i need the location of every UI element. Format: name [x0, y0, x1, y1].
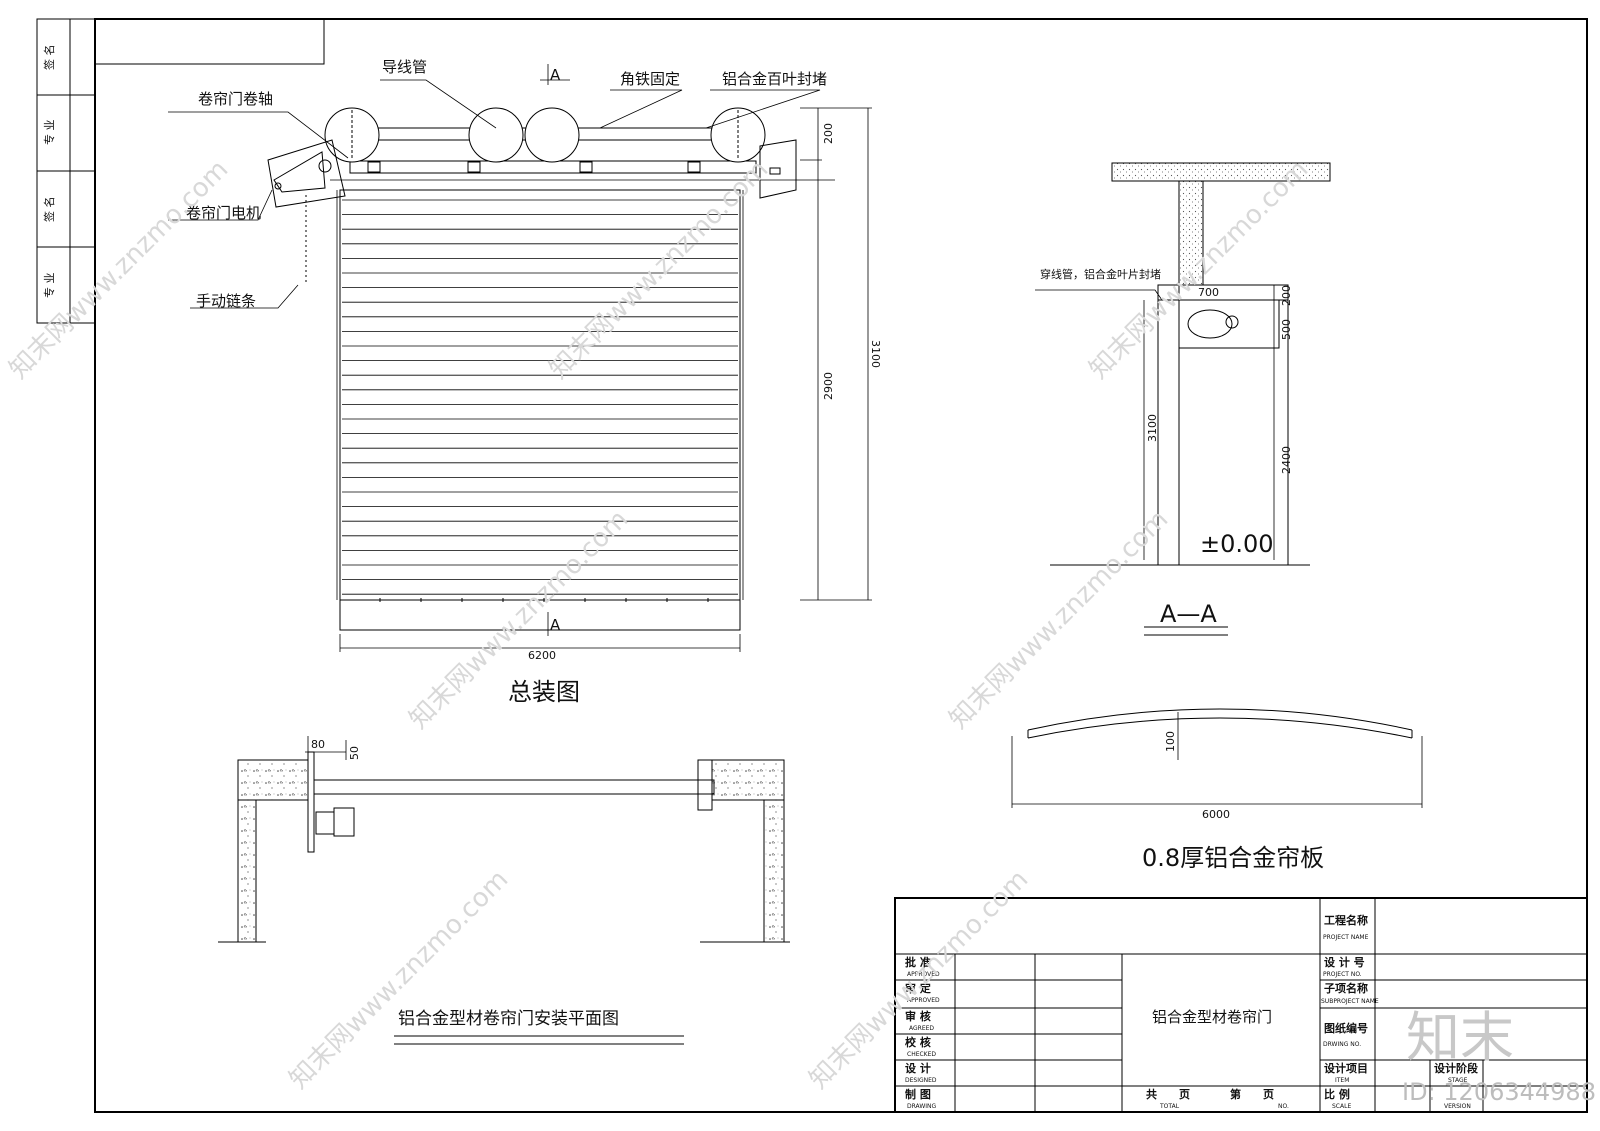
dim-2900: 2900 [822, 372, 835, 400]
dim-3100: 3100 [869, 340, 882, 368]
tb-page-en: NO. [1278, 1103, 1289, 1110]
elevation-title: 总装图 [508, 678, 580, 706]
plan-title: 铝合金型材卷帘门安装平面图 [398, 1009, 619, 1029]
tb-designed-en: DESIGNED [905, 1077, 937, 1084]
section-dim-2400: 2400 [1280, 446, 1293, 474]
label-motor: 卷帘门电机 [186, 204, 261, 222]
tb-item: 设计项目 [1324, 1061, 1368, 1075]
section-level: ±0.00 [1200, 530, 1274, 558]
tb-subproject: 子项名称 [1324, 981, 1368, 995]
label-alu-louver-seal: 铝合金百叶封堵 [722, 70, 827, 88]
section-dim-200: 200 [1280, 285, 1293, 306]
tb-total-pages: 共 页 [1146, 1087, 1190, 1101]
tb-total-en: TOTAL [1159, 1103, 1180, 1110]
panel-dim-6000: 6000 [1202, 808, 1230, 821]
tb-stage-en: STAGE [1448, 1077, 1468, 1084]
side-sign-2: 签 名 [42, 197, 56, 223]
tb-examined-en: APPROVED [907, 997, 940, 1004]
section-dim-700: 700 [1198, 286, 1219, 299]
side-strip: 签 名 专 业 签 名 专 业 [42, 45, 56, 299]
label-angle-iron: 角铁固定 [620, 70, 680, 88]
tb-project-name: 工程名称 [1324, 913, 1368, 927]
label-shaft: 卷帘门卷轴 [198, 90, 273, 108]
watermark-5: 知末网www.znzmo.com [944, 504, 1175, 735]
plan-dim-50: 50 [348, 746, 361, 760]
brand-logo: 知末 [1406, 1006, 1514, 1069]
section-view [1035, 162, 1331, 636]
elevation-leaders [168, 64, 872, 652]
tb-checked: 校 核 [905, 1035, 931, 1049]
tb-drawing: 制 图 [905, 1087, 931, 1101]
section-dim-3100: 3100 [1146, 414, 1159, 442]
tb-approved-en: APPROVED [907, 971, 940, 978]
label-wire-tube: 导线管 [382, 58, 427, 76]
panel-dim-100: 100 [1164, 731, 1177, 752]
tb-scale-en: SCALE [1332, 1103, 1351, 1110]
tb-approved: 批 准 [905, 955, 931, 969]
tb-version-en: VERSION [1444, 1103, 1471, 1110]
tb-examined: 审 定 [905, 981, 931, 995]
tb-agreed: 审 核 [905, 1009, 931, 1023]
panel-title: 0.8厚铝合金帘板 [1142, 844, 1324, 872]
tb-designed: 设 计 [905, 1061, 931, 1075]
label-chain: 手动链条 [196, 292, 256, 310]
wire-tube-drum-1 [468, 107, 524, 163]
tb-drawing-en: DRAWING [907, 1103, 937, 1110]
section-mark-top: A [550, 66, 561, 84]
side-major-2: 专 业 [42, 273, 56, 299]
section-dim-500: 500 [1280, 319, 1293, 340]
section-label-conduit: 穿线管，铝合金叶片封堵 [1040, 267, 1161, 281]
tb-project-name-en: PROJECT NAME [1323, 934, 1369, 941]
door-bottom-ticks [379, 598, 709, 602]
drawing-frame [36, 18, 1588, 1113]
brand-id: ID: 1206344988 [1402, 1078, 1596, 1106]
tb-project-no-en: PROJECT NO. [1323, 971, 1362, 978]
tb-item-en: ITEM [1335, 1077, 1349, 1084]
watermark-1: 知末网www.znzmo.com [4, 154, 235, 385]
side-major-1: 专 业 [42, 120, 56, 146]
section-title: A—A [1160, 600, 1217, 628]
tb-scale: 比 例 [1324, 1087, 1350, 1101]
dim-6200: 6200 [528, 649, 556, 662]
plan-dim-80: 80 [311, 738, 325, 751]
title-block [894, 897, 1588, 1113]
tb-stage: 设计阶段 [1434, 1061, 1478, 1075]
dim-200: 200 [822, 123, 835, 144]
tb-page-no: 第 页 [1230, 1087, 1274, 1101]
tb-drawing-no-en: DRWING NO. [1323, 1041, 1361, 1048]
tb-subproject-en: SUBPROJECT NAME [1321, 998, 1379, 1005]
tb-project-no: 设 计 号 [1324, 955, 1365, 969]
tb-drawing-title: 铝合金型材卷帘门 [1152, 1008, 1272, 1026]
tb-drawing-no: 图纸编号 [1324, 1021, 1368, 1035]
plan-view [218, 736, 790, 1045]
watermark-6: 知末网www.znzmo.com [284, 864, 515, 1095]
side-sign-1: 签 名 [42, 45, 56, 71]
tb-checked-en: CHECKED [907, 1051, 936, 1058]
section-mark-bottom: A [550, 616, 561, 634]
wire-tube-drum-2 [524, 107, 580, 163]
elevation-view [267, 107, 835, 631]
panel-view [1011, 708, 1423, 808]
door-slats [342, 199, 738, 595]
tb-agreed-en: AGREED [909, 1025, 934, 1032]
